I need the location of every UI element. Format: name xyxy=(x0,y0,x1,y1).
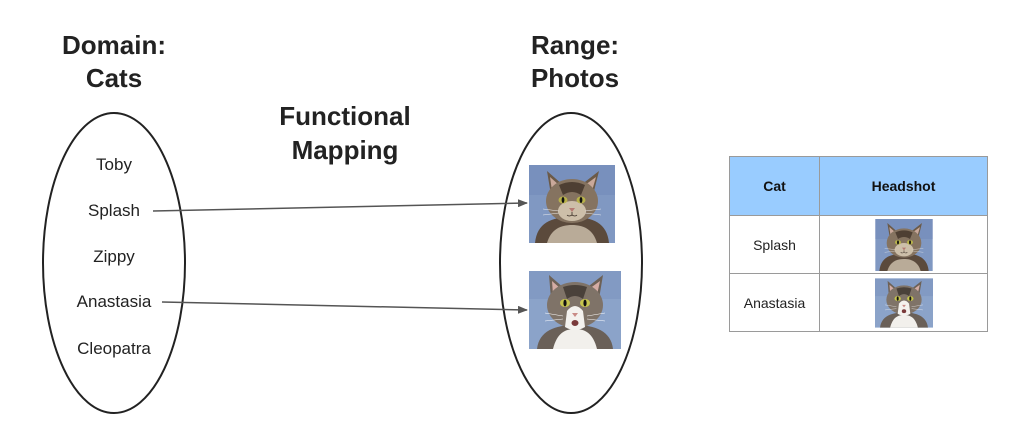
table-header-headshot: Headshot xyxy=(819,156,988,216)
table-cell-cat: Anastasia xyxy=(729,273,820,332)
cat-headshot-table: Cat Headshot Splash Anastasia xyxy=(729,156,988,332)
table-cell-headshot xyxy=(819,273,988,332)
domain-item-zippy: Zippy xyxy=(93,247,135,266)
mapping-arrow-anastasia xyxy=(161,301,528,314)
table-cell-cat: Splash xyxy=(729,215,820,274)
range-photo-1 xyxy=(529,165,615,243)
domain-item-splash: Splash xyxy=(88,201,140,220)
range-heading-line-1: Range: xyxy=(531,30,619,60)
table-row: Anastasia xyxy=(729,273,988,332)
mapping-heading-line-2: Mapping xyxy=(292,135,399,165)
mapping-heading-line-1: Functional xyxy=(279,101,410,131)
range-photo-2 xyxy=(529,271,621,349)
mapping-arrow-splash xyxy=(152,199,528,212)
range-ellipse xyxy=(499,112,643,414)
domain-item-anastasia: Anastasia xyxy=(77,292,152,311)
domain-item-toby: Toby xyxy=(96,155,132,174)
headshot-thumbnail xyxy=(874,218,933,271)
range-heading-line-2: Photos xyxy=(531,63,619,93)
table-row: Splash xyxy=(729,215,988,274)
domain-heading-line-1: Domain: xyxy=(62,30,166,60)
domain-ellipse xyxy=(42,112,186,414)
table-cell-headshot xyxy=(819,215,988,274)
domain-item-cleopatra: Cleopatra xyxy=(77,339,151,358)
table-header-cat: Cat xyxy=(729,156,820,216)
domain-heading-line-2: Cats xyxy=(86,63,142,93)
headshot-thumbnail xyxy=(874,277,933,328)
